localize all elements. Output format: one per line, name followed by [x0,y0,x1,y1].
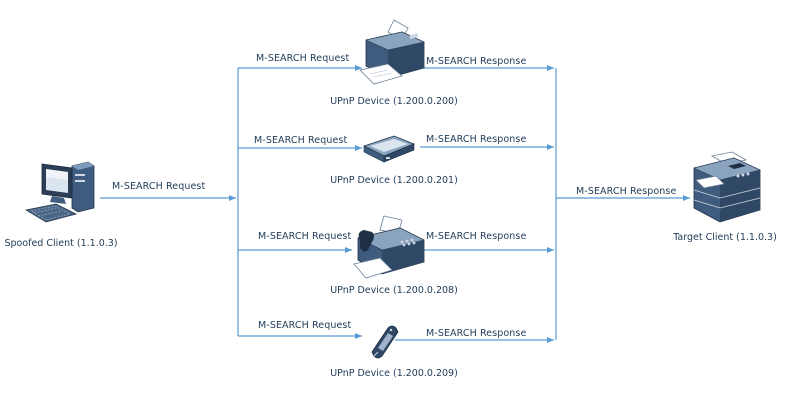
response-label-device-2: M-SEARCH Response [426,134,527,145]
device-label-1: UPnP Device (1.200.0.200) [330,96,458,107]
device-label-4: UPnP Device (1.200.0.209) [330,368,458,379]
request-label-device-4: M-SEARCH Request [258,320,352,331]
mobile-phone-icon [371,325,399,359]
response-label-device-3: M-SEARCH Response [426,231,527,242]
printer-icon [359,19,425,85]
fax-machine-icon [353,215,425,279]
scanner-icon [362,135,416,163]
response-label-device-1: M-SEARCH Response [426,56,527,67]
target-client-label: Target Client (1.1.0.3) [673,232,777,243]
spoofed-client-label: Spoofed Client (1.1.0.3) [4,238,118,249]
spoofed-request-label: M-SEARCH Request [112,181,206,192]
multifunction-printer-icon [693,151,761,223]
device-label-3: UPnP Device (1.200.0.208) [330,285,458,296]
hub-response-label: M-SEARCH Response [576,186,677,197]
request-label-device-2: M-SEARCH Request [254,135,348,146]
desktop-computer-icon [24,161,95,223]
request-label-device-3: M-SEARCH Request [258,231,352,242]
request-label-device-1: M-SEARCH Request [256,53,350,64]
device-label-2: UPnP Device (1.200.0.201) [330,175,458,186]
response-label-device-4: M-SEARCH Response [426,328,527,339]
